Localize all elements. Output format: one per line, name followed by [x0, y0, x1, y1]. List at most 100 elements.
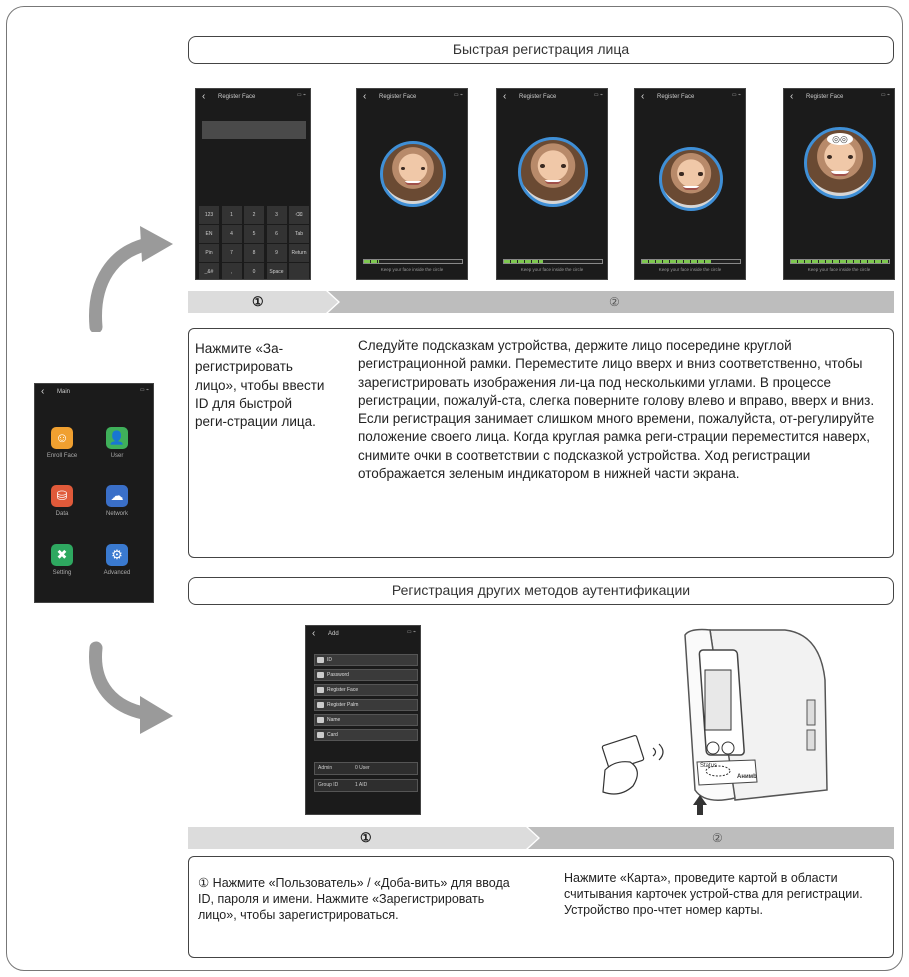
status-icon: ▭ ⌁ — [593, 92, 603, 98]
screen-title: Add — [328, 631, 339, 637]
status-icon: ▭ ⌁ — [139, 387, 149, 393]
step-2-label: ② — [609, 295, 620, 309]
face-capture-circle — [518, 137, 588, 207]
screen-title: Register Face — [379, 94, 417, 100]
instruction-left-2: ① Нажмите «Пользователь» / «Доба-вить» д… — [198, 876, 510, 922]
step-bar-2 — [188, 827, 894, 849]
row-icon — [317, 717, 324, 723]
row-icon — [317, 702, 324, 708]
screen-title: Register Face — [806, 94, 844, 100]
keypad-key[interactable]: Return — [289, 244, 309, 262]
keypad-key[interactable]: 6 — [266, 225, 287, 243]
registration-progress-bar — [503, 259, 603, 264]
instruction-right-1: Следуйте подсказкам устройства, держите … — [358, 338, 875, 482]
data-icon[interactable]: ⛁ — [51, 485, 73, 507]
add-menu-row[interactable]: Register Palm — [314, 699, 418, 711]
back-arrow-icon[interactable]: ‹ — [312, 628, 316, 639]
row-icon — [317, 732, 324, 738]
keypad-key[interactable]: Pin — [199, 244, 219, 262]
back-arrow-icon[interactable]: ‹ — [202, 91, 206, 102]
face-hint-text: Keep your face inside the circle — [380, 267, 444, 272]
instructions-box-2 — [188, 856, 894, 958]
add-menu-row[interactable]: Name — [314, 714, 418, 726]
keypad-key[interactable]: EN — [199, 225, 219, 243]
keypad-key[interactable]: Space — [266, 263, 287, 279]
register-face-screen: ‹ Register Face ▭ ⌁ Keep your face inside t… — [356, 88, 468, 280]
registration-progress-bar — [790, 259, 890, 264]
menu-item-label: Data — [55, 511, 69, 517]
face-capture-circle — [659, 147, 723, 211]
register-face-screen: ‹Register Face▭ ⌁Keep your face inside t… — [496, 88, 608, 280]
step-bar-1 — [188, 291, 894, 313]
keypad-key[interactable] — [289, 263, 309, 279]
row-label: Name — [327, 717, 341, 723]
menu-item-label: Advanced — [103, 570, 131, 576]
keypad-key[interactable]: 5 — [244, 225, 264, 243]
field-label: Group ID — [318, 782, 339, 788]
terminal-device-illustration — [601, 628, 828, 815]
curved-arrow-up-icon — [89, 226, 173, 332]
screen-title: Register Face — [657, 94, 695, 100]
row-icon — [317, 687, 324, 693]
register-face-screen: ‹Register Face▭ ⌁◎◎Keep your face inside… — [783, 88, 895, 280]
back-arrow-icon[interactable]: ‹ — [363, 91, 367, 102]
keypad-key[interactable]: Tab — [289, 225, 309, 243]
user-icon[interactable]: 👤 — [106, 427, 128, 449]
row-label: Card — [327, 732, 338, 738]
main-menu-screen: ‹ Main ▭ ⌁ ☺Enroll Face👤User⛁Data☁Networ… — [34, 383, 154, 603]
back-arrow-icon[interactable]: ‹ — [641, 91, 645, 102]
keypad-key[interactable]: ⌫ — [289, 206, 309, 224]
id-input[interactable] — [202, 121, 306, 139]
row-label: Register Palm — [327, 702, 359, 708]
screen-title: Register Face — [519, 94, 557, 100]
face-enroll-icon[interactable]: ☺ — [51, 427, 73, 449]
keypad-key[interactable]: 8 — [244, 244, 264, 262]
keypad-key[interactable]: 123 — [199, 206, 219, 224]
field-label: Admin — [318, 765, 333, 771]
back-arrow-icon[interactable]: ‹ — [503, 91, 507, 102]
page-frame — [6, 6, 903, 971]
back-arrow-icon[interactable]: ‹ — [41, 386, 45, 397]
setting-icon[interactable]: ✖ — [51, 544, 73, 566]
keypad-key[interactable]: 7 — [221, 244, 242, 262]
advanced-icon[interactable]: ⚙ — [106, 544, 128, 566]
register-face-screen: ‹Register Face▭ ⌁Keep your face inside t… — [634, 88, 746, 280]
keypad-key[interactable]: 3 — [266, 206, 287, 224]
section-title-quick-face: Быстрая регистрация лица — [188, 36, 894, 64]
menu-item-label: Setting — [52, 570, 72, 576]
keypad-key[interactable]: _&# — [199, 263, 219, 279]
device-status-label: Status — [700, 763, 718, 769]
face-hint-text: Keep your face inside the circle — [807, 267, 871, 272]
back-arrow-icon[interactable]: ‹ — [790, 91, 794, 102]
main-menu-title: Main — [57, 389, 71, 395]
status-icon: ▭ ⌁ — [453, 92, 463, 98]
keypad-key[interactable]: 4 — [221, 225, 242, 243]
row-label: Register Face — [327, 687, 359, 693]
row-label: ID — [327, 657, 332, 663]
keypad-key[interactable]: 0 — [244, 263, 264, 279]
curved-arrow-down-icon — [89, 641, 173, 734]
menu-item-label: User — [110, 453, 124, 459]
add-menu-row[interactable]: Register Face — [314, 684, 418, 696]
instructions-box-1 — [188, 328, 894, 558]
status-icon: ▭ ⌁ — [731, 92, 741, 98]
network-icon[interactable]: ☁ — [106, 485, 128, 507]
section-title-other-methods: Регистрация других методов аутентификаци… — [188, 577, 894, 605]
add-menu-row[interactable]: ID — [314, 654, 418, 666]
keypad-key[interactable]: 1 — [221, 206, 242, 224]
step-1-label-2: ① — [360, 830, 372, 845]
menu-item-label: Enroll Face — [46, 453, 78, 459]
instruction-right-2: Нажмите «Карта», проведите картой в обла… — [564, 871, 863, 917]
registration-progress-bar — [363, 259, 463, 264]
keypad-key[interactable]: , — [221, 263, 242, 279]
screen-title: Register Face — [218, 94, 256, 100]
status-icon: ▭ ⌁ — [880, 92, 890, 98]
row-label: Password — [327, 672, 349, 678]
keypad-key[interactable]: 2 — [244, 206, 264, 224]
add-menu-row[interactable]: Password — [314, 669, 418, 681]
add-menu-row[interactable]: Card — [314, 729, 418, 741]
keypad-key[interactable]: 9 — [266, 244, 287, 262]
